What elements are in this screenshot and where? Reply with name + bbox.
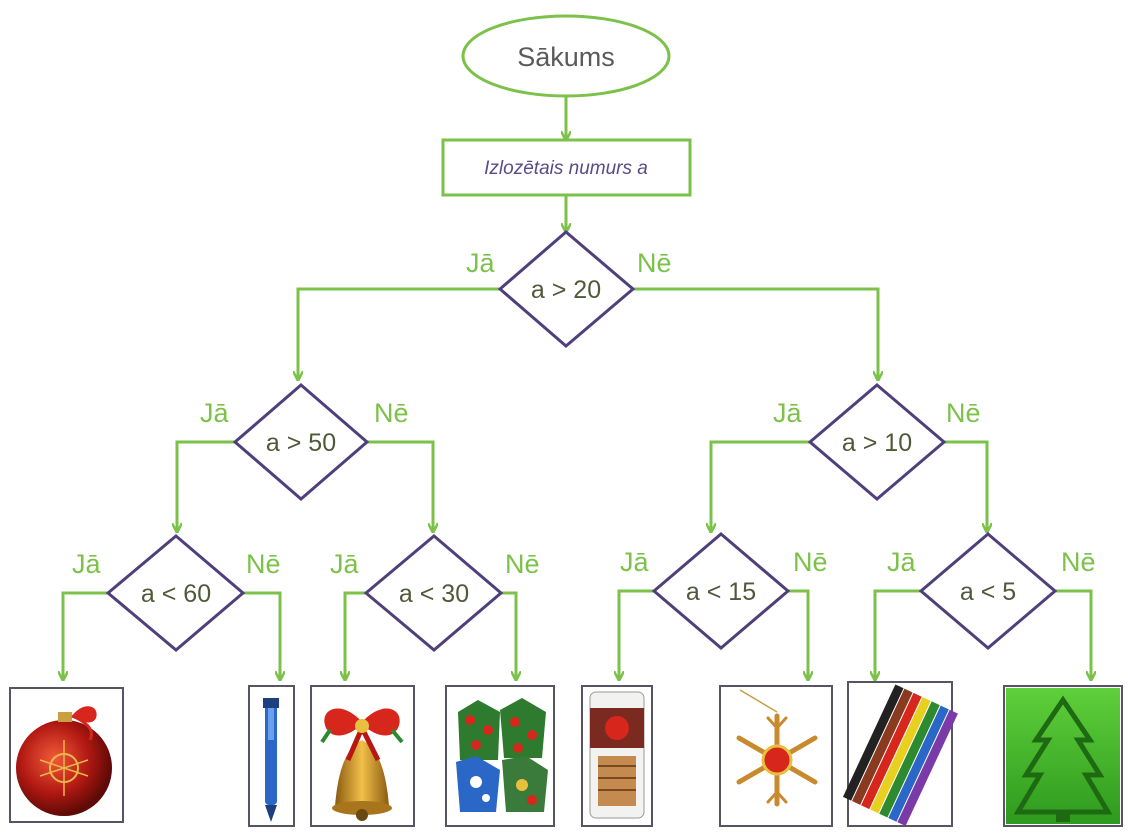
arrow-root-yes <box>298 287 500 380</box>
start-terminator <box>461 14 671 98</box>
decision-root: a > 20 <box>497 230 636 348</box>
decision-right-label: a > 10 <box>842 429 912 457</box>
decision-left-label: a > 50 <box>266 429 336 457</box>
decision-right: a > 10 <box>807 383 947 501</box>
arrow-lr-yes <box>345 591 366 680</box>
decision-rl-label: a < 15 <box>686 578 756 606</box>
no-label: Nē <box>793 547 828 577</box>
no-label: Nē <box>374 398 409 428</box>
yes-label: Jā <box>887 547 917 577</box>
decision-lr: a < 30 <box>363 534 504 652</box>
arrow-rl-no <box>788 589 808 680</box>
prize-bell <box>310 685 415 827</box>
arrow-lr-no <box>501 591 516 680</box>
yes-label: Jā <box>773 398 803 428</box>
markers-icon <box>842 684 958 826</box>
decision-rr-label: a < 5 <box>960 578 1016 606</box>
decision-left: a > 50 <box>232 383 370 501</box>
arrow-rl-yes <box>619 589 654 680</box>
prize-wafer-bar <box>581 685 653 827</box>
arrow-ll-yes <box>63 591 108 680</box>
candies-icon <box>458 700 500 760</box>
start-label: Sākums <box>517 42 615 72</box>
no-label: Nē <box>246 549 281 579</box>
decision-root-label: a > 20 <box>531 276 601 304</box>
input-box <box>441 138 692 197</box>
yes-label: Jā <box>330 549 360 579</box>
input-label: Izlozētais numurs a <box>484 158 648 179</box>
decision-rl: a < 15 <box>651 532 791 650</box>
prize-ornament-ball <box>9 687 124 823</box>
snowflake-icon <box>736 713 818 807</box>
prize-markers <box>842 681 958 827</box>
arrow-rr-yes <box>875 589 921 680</box>
arrow-root-no <box>633 287 878 380</box>
yes-label: Jā <box>620 547 650 577</box>
no-label: Nē <box>505 549 540 579</box>
decision-ll-label: a < 60 <box>141 580 211 608</box>
connectors <box>63 97 1091 680</box>
no-label: Nē <box>637 248 672 278</box>
no-label: Nē <box>946 398 981 428</box>
prize-candies <box>445 685 555 827</box>
yes-label: Jā <box>72 549 102 579</box>
arrow-right-no <box>944 440 987 532</box>
yes-label: Jā <box>466 248 496 278</box>
prize-tree-card <box>1003 685 1123 827</box>
branch-labels: Jā Nē Jā Nē Jā Nē Jā Nē Jā Nē Jā Nē Jā N… <box>72 248 1096 579</box>
arrow-left-no <box>367 440 433 532</box>
arrow-rr-no <box>1055 589 1091 680</box>
prize-pen <box>248 685 295 827</box>
decision-ll: a < 60 <box>105 534 246 652</box>
decision-rr: a < 5 <box>918 532 1058 650</box>
yes-label: Jā <box>200 398 230 428</box>
arrow-left-yes <box>177 440 235 532</box>
prize-snowflake-ornament <box>719 685 833 827</box>
arrow-ll-no <box>243 591 280 680</box>
no-label: Nē <box>1061 547 1096 577</box>
decision-lr-label: a < 30 <box>399 580 469 608</box>
arrow-right-yes <box>711 440 810 532</box>
